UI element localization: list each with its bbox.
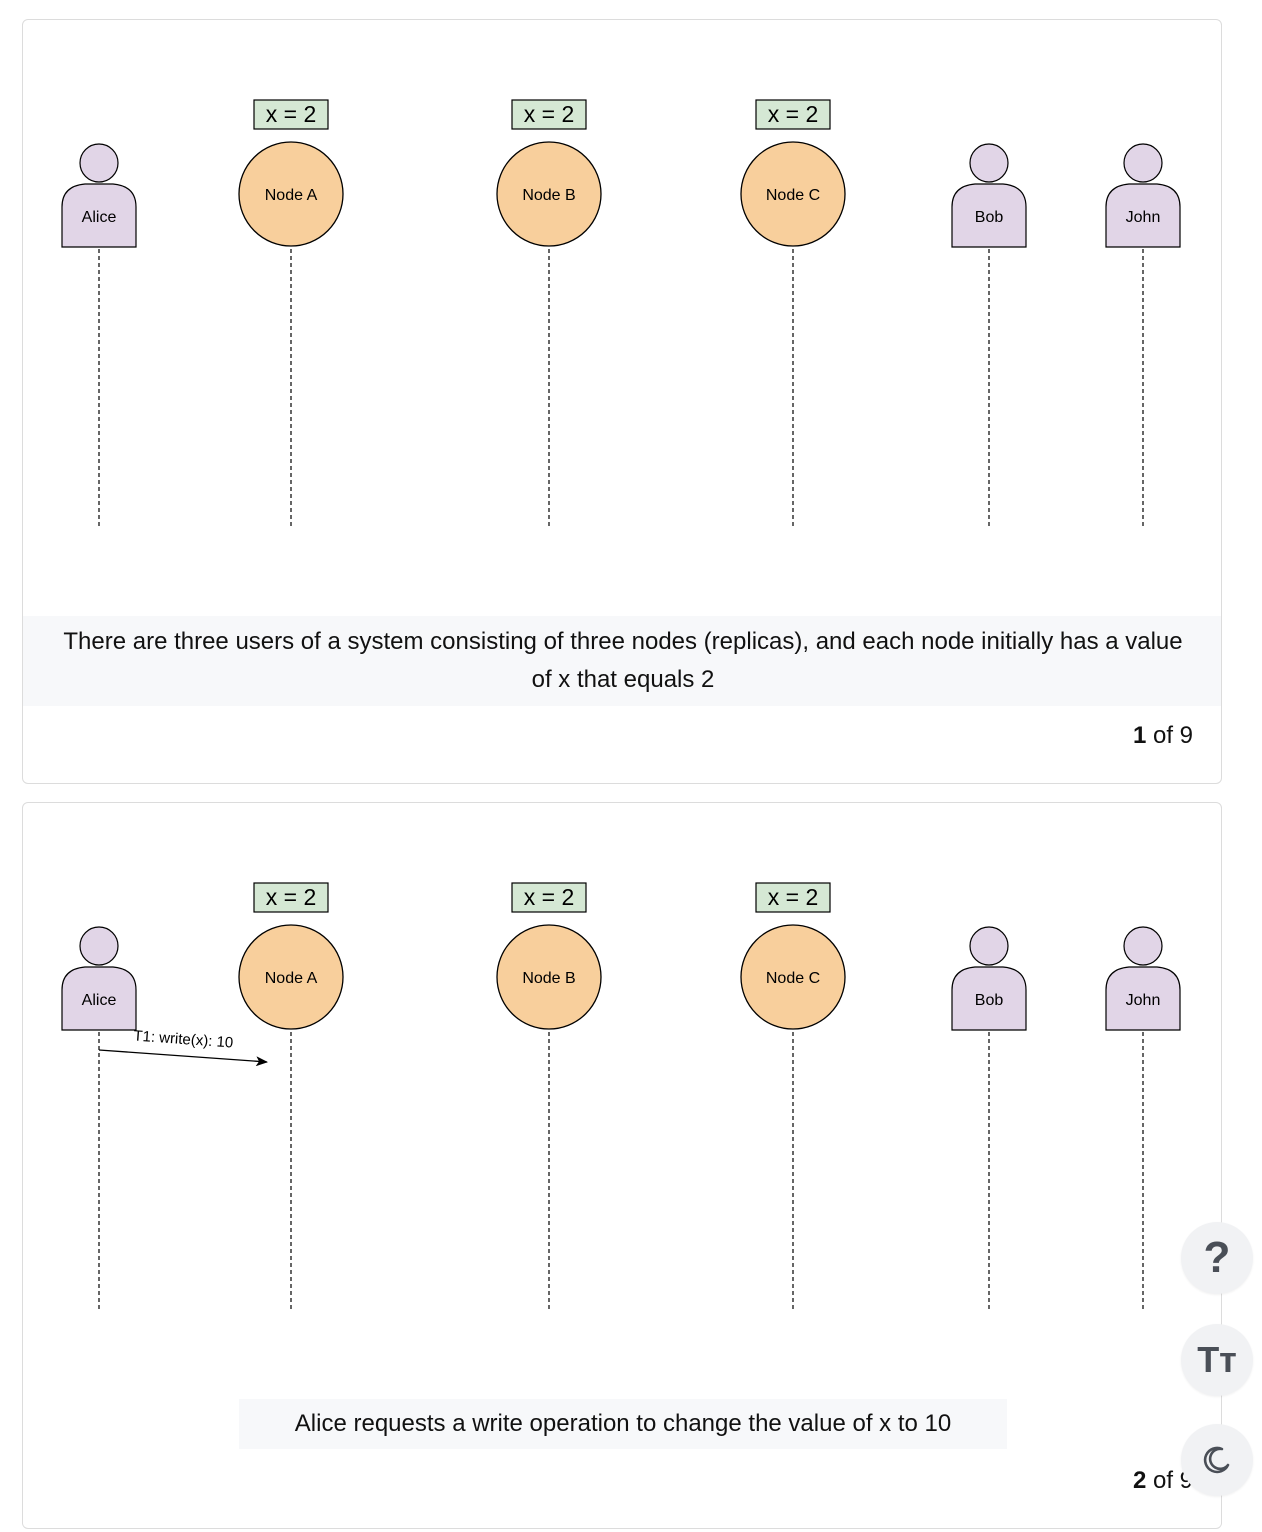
slide-caption: There are three users of a system consis… (23, 616, 1221, 706)
user-head-icon (1123, 926, 1163, 966)
theme-toggle-button[interactable] (1181, 1424, 1253, 1496)
user-body-icon (951, 183, 1027, 248)
node-value: x = 2 (768, 884, 819, 910)
node-node-a: Node A x = 2 (238, 882, 344, 1311)
question-mark-icon: ? (1203, 1233, 1231, 1282)
node-value-box (511, 99, 587, 130)
node-value-box (253, 882, 329, 913)
node-label: Node C (766, 970, 820, 987)
slide-counter-total: of 9 (1146, 722, 1193, 749)
node-label: Node A (265, 970, 318, 987)
node-node-c: Node C x = 2 (740, 882, 846, 1311)
text-size-icon: Tт (1197, 1339, 1237, 1380)
node-circle (740, 141, 846, 247)
user-head-icon (79, 143, 119, 183)
node-circle (496, 141, 602, 247)
actor-john: John (1105, 926, 1181, 1311)
slide-caption: Alice requests a write operation to chan… (239, 1399, 1007, 1449)
user-body-icon (61, 183, 137, 248)
slide-counter-current: 2 (1132, 1467, 1147, 1494)
node-circle (740, 924, 846, 1030)
actor-label: John (1126, 992, 1161, 1009)
sequence-diagram: Alice Node A x = 2 Node B x = 2 Node C x = 2 Bo… (61, 882, 1181, 1311)
actor-alice: Alice (61, 143, 137, 528)
node-label: Node B (522, 187, 575, 204)
arrow-line (98, 1049, 268, 1067)
node-value-box (253, 99, 329, 130)
actor-bob: Bob (951, 926, 1027, 1311)
user-body-icon (951, 966, 1027, 1031)
slide-counter-current: 1 (1132, 722, 1147, 749)
actor-alice: Alice (61, 926, 137, 1311)
message-label: T1: write(x): 10 (133, 1027, 234, 1051)
node-node-b: Node B x = 2 (496, 882, 602, 1311)
user-body-icon (61, 966, 137, 1031)
node-value: x = 2 (524, 884, 575, 910)
slide-counter: 2 of 9 (1133, 1467, 1193, 1495)
node-node-a: Node A x = 2 (238, 99, 344, 528)
slide-counter: 1 of 9 (1133, 722, 1193, 750)
user-body-icon (1105, 966, 1181, 1031)
node-circle (238, 924, 344, 1030)
actor-label: Bob (975, 209, 1004, 226)
node-label: Node C (766, 187, 820, 204)
node-value-box (511, 882, 587, 913)
actor-label: Alice (82, 209, 117, 226)
user-head-icon (969, 143, 1009, 183)
node-circle (496, 924, 602, 1030)
node-circle (238, 141, 344, 247)
actor-label: Bob (975, 992, 1004, 1009)
moon-icon (1203, 1446, 1230, 1474)
node-label: Node A (265, 187, 318, 204)
node-value-box (755, 99, 831, 130)
user-head-icon (969, 926, 1009, 966)
actor-bob: Bob (951, 143, 1027, 528)
user-body-icon (1105, 183, 1181, 248)
font-size-button[interactable]: Tт (1181, 1324, 1253, 1396)
node-node-c: Node C x = 2 (740, 99, 846, 528)
user-head-icon (1123, 143, 1163, 183)
node-label: Node B (522, 970, 575, 987)
help-button[interactable]: ? (1181, 1222, 1253, 1294)
node-node-b: Node B x = 2 (496, 99, 602, 528)
node-value-box (755, 882, 831, 913)
node-value: x = 2 (768, 101, 819, 127)
actor-john: John (1105, 143, 1181, 528)
node-value: x = 2 (266, 884, 317, 910)
node-value: x = 2 (266, 101, 317, 127)
slide-1: Alice Node A x = 2 Node B x = 2 Node C x = 2 Bo… (22, 19, 1222, 784)
user-head-icon (79, 926, 119, 966)
actor-label: Alice (82, 992, 117, 1009)
slide-2: Alice Node A x = 2 Node B x = 2 Node C x = 2 Bo… (22, 802, 1222, 1529)
message-arrow: T1: write(x): 10 (98, 1027, 268, 1067)
sequence-diagram: Alice Node A x = 2 Node B x = 2 Node C x = 2 Bo… (61, 99, 1181, 528)
node-value: x = 2 (524, 101, 575, 127)
actor-label: John (1126, 209, 1161, 226)
